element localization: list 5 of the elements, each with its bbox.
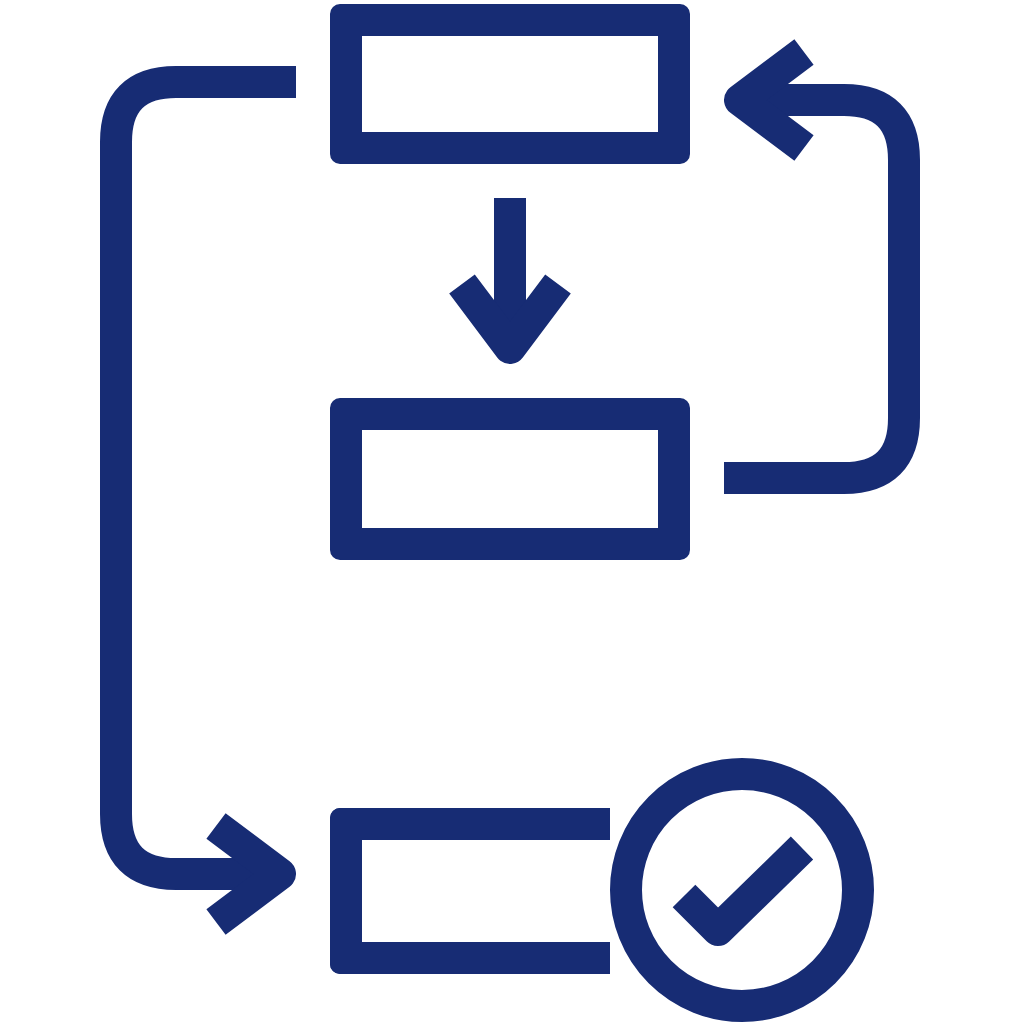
arrow [446,198,574,364]
process-box [330,4,690,164]
arrow [100,66,296,938]
process-box [330,398,690,560]
arrow [724,36,920,494]
